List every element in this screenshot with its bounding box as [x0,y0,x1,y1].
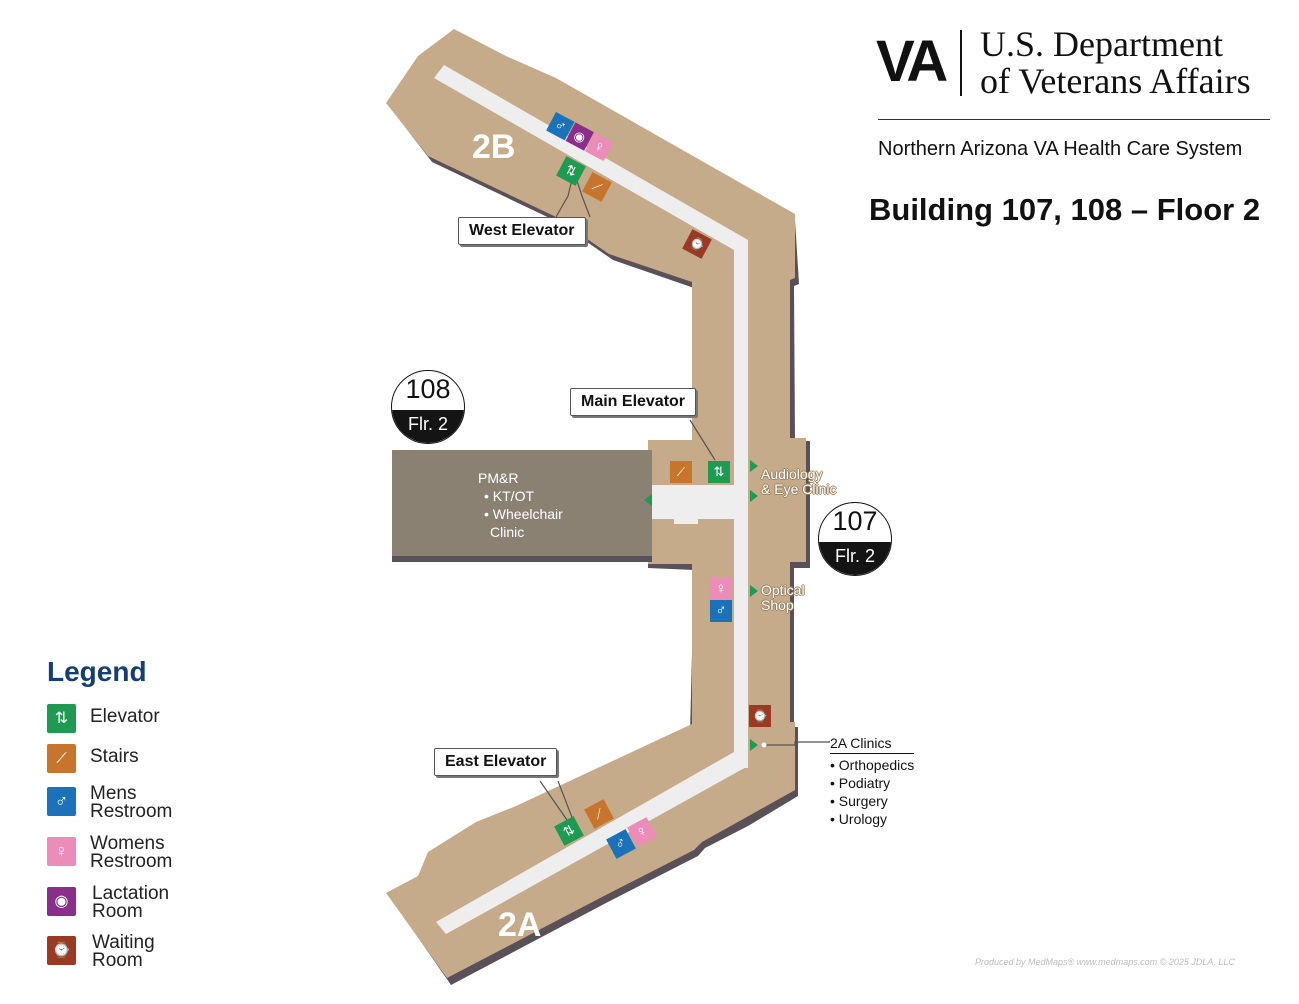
pmr-title: PM&R [478,470,519,486]
main-stairs-icon: ⟋ [670,461,692,483]
east-elevator-callout[interactable]: East Elevator [434,748,558,776]
label-line: & Eye Clinic [761,481,837,497]
wing-label-2b: 2B [472,128,516,166]
optical-shop-label: Optical Shop [761,583,805,613]
department-name: U.S. Department of Veterans Affairs [980,26,1251,100]
pmr-item: • Wheelchair [484,506,563,522]
pmr-item: • KT/OT [484,488,535,504]
building-107-badge: 107 Flr. 2 [818,502,892,576]
audiology-eye-clinic-label: Audiology & Eye Clinic [761,467,836,497]
legend-label: Elevator [90,706,160,727]
pmr-label: PM&R • KT/OT • Wheelchair Clinic [478,469,563,541]
va-logo: VA [876,29,948,94]
legend-label: Stairs [90,746,139,767]
elevator-icon: ⇅ [47,704,76,733]
wing-label-2a: 2A [498,906,542,944]
womens-restroom-icon: ♀ [710,578,732,600]
waiting-room-icon: ⌚ [47,936,76,965]
legend-line: Mens [90,783,137,804]
legend-line: Lactation [92,883,170,904]
legend-line: Restroom [90,801,173,822]
legend-line: Womens [90,833,165,854]
header-rule [878,119,1270,120]
credit-text: Produced by MedMaps® www.medmaps.com © 2… [975,957,1235,967]
pmr-item: Clinic [490,524,525,540]
legend-item-stairs: ⟋ Stairs [47,744,247,784]
floor-number: Flr. 2 [392,410,464,443]
entrance-arrows [644,460,758,751]
label-line: Audiology [761,466,823,482]
label-line: Shop [761,597,794,613]
floor-title: Building 107, 108 – Floor 2 [869,192,1261,227]
corridors [434,65,748,934]
main-elevator-callout[interactable]: Main Elevator [570,388,697,416]
building-floor [386,29,806,978]
legend-line: Room [92,950,143,971]
clinics-title: 2A Clinics [830,734,914,754]
pmr-block [392,450,652,556]
mens-restroom-icon: ♂ [47,787,76,816]
legend-title: Legend [47,656,147,687]
2a-clinics-list: 2A Clinics • Orthopedics • Podiatry • Su… [830,734,914,828]
stairs-icon: ⟋ [47,744,76,773]
building-108-badge: 108 Flr. 2 [391,370,465,444]
label-line: Optical [761,582,805,598]
west-elevator-callout[interactable]: West Elevator [458,217,586,245]
legend-line: Restroom [90,851,173,872]
system-name: Northern Arizona VA Health Care System [878,138,1243,160]
building-number: 108 [405,374,451,404]
legend-line: Room [92,901,143,922]
building-number: 107 [832,506,878,536]
department-line: U.S. Department [980,24,1223,64]
east-waiting-room-icon: ⌚ [749,705,771,727]
clinic-item: • Urology [830,811,888,827]
clinic-item: • Orthopedics [830,757,915,773]
floor-number: Flr. 2 [819,542,891,575]
legend-item-elevator: ⇅ Elevator [47,704,247,744]
main-elevator-icon: ⇅ [708,461,730,483]
logo-divider [960,30,962,96]
lactation-room-icon: ◉ [47,887,76,916]
clinic-item: • Surgery [830,793,888,809]
clinic-item: • Podiatry [830,775,891,791]
womens-restroom-icon: ♀ [47,837,76,866]
legend-line: Waiting [92,932,155,953]
mens-restroom-icon: ♂ [710,600,732,622]
clinics-pointer-dot [761,742,767,748]
pmr-shadow [392,556,652,562]
department-line: of Veterans Affairs [980,61,1251,101]
leader-lines [539,174,830,821]
